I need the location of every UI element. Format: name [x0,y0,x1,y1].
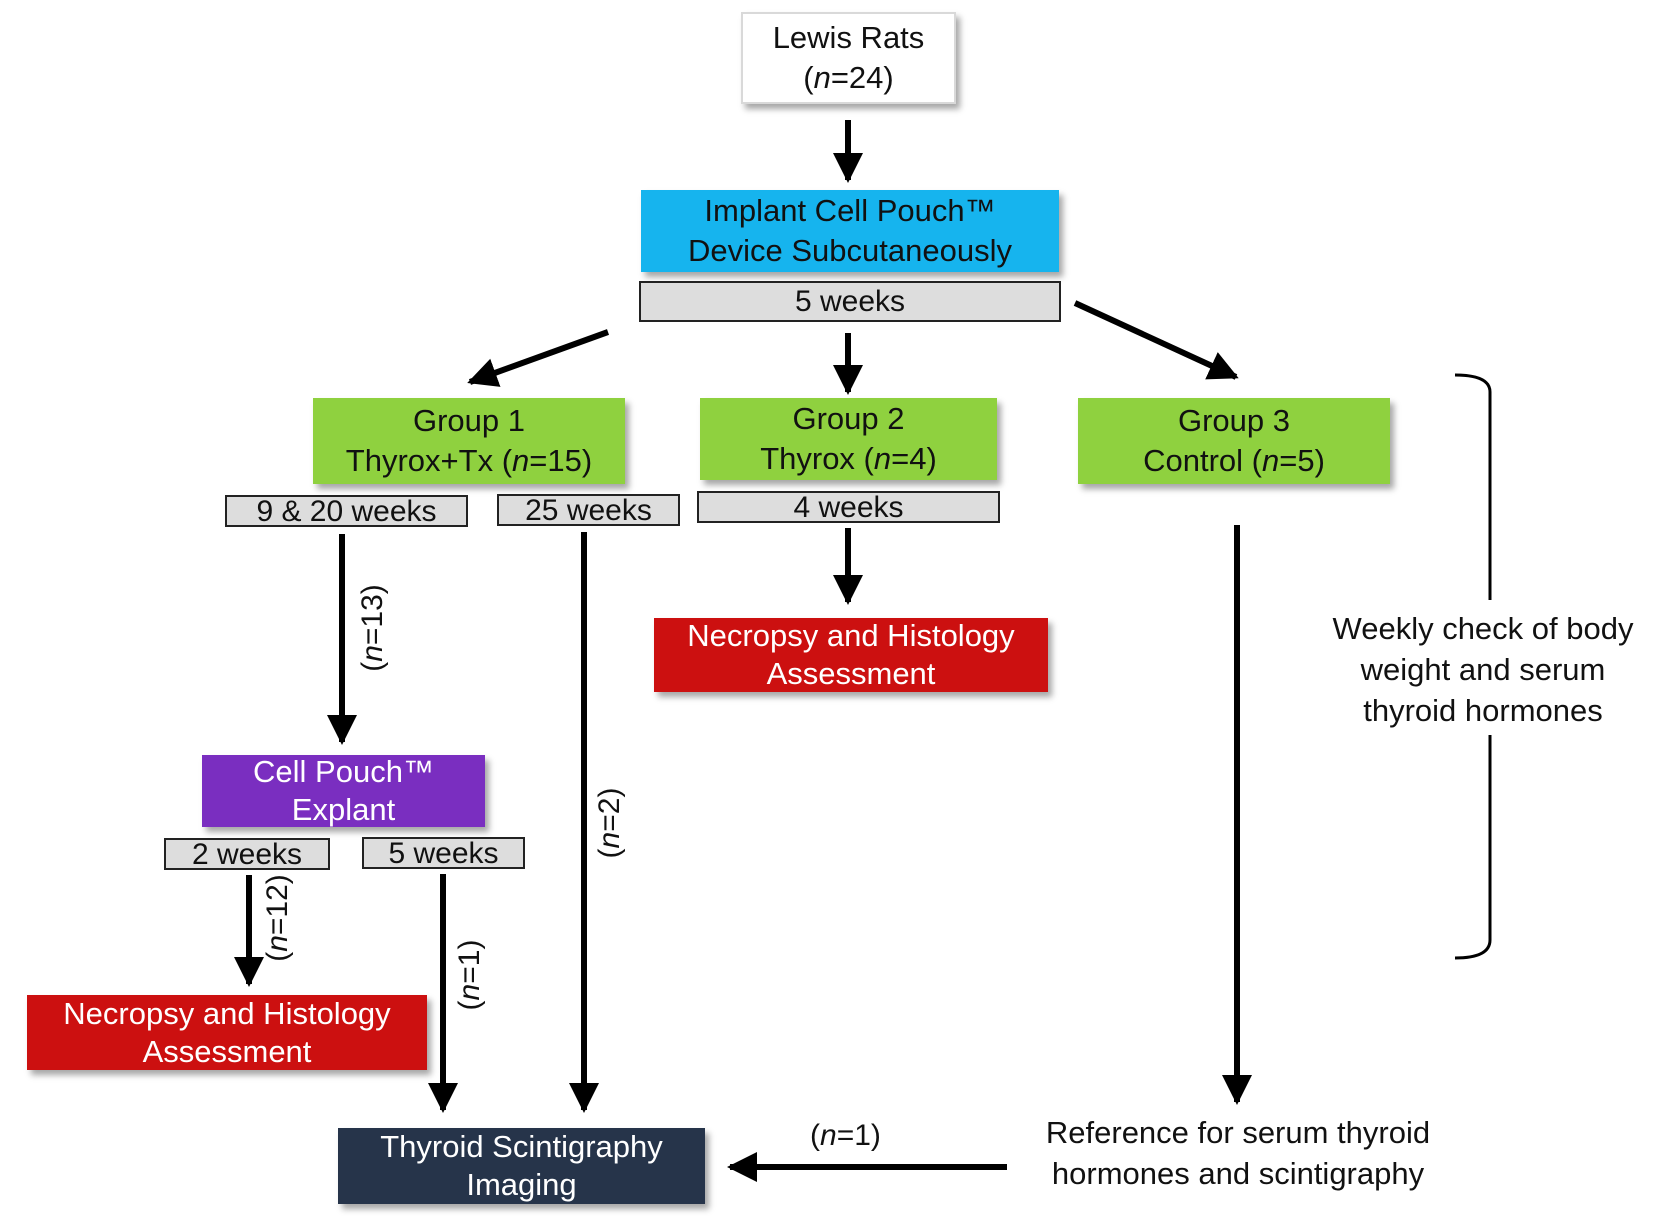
weekly-check-bracket [1454,373,1492,960]
weekly-check-line-3: thyroid hormones [1363,693,1603,728]
arrow-implant-to-group1 [467,329,610,387]
count-label-to-imaging: (n=1) [453,939,486,1011]
implant-line-2: Device Subcutaneously [688,233,1012,268]
group2-necropsy-box: Necropsy and Histology Assessment [654,618,1048,692]
count-label-to-necropsy: (n=12) [261,874,294,962]
group2-duration: 4 weeks [697,491,1000,523]
group1-detail: Thyrox+Tx (n=15) [345,443,593,478]
group2-necropsy-line-2: Assessment [766,656,936,691]
lewis-rats-count: (n=24) [803,60,894,95]
implant-line-1: Implant Cell Pouch™ [704,193,996,228]
count-label-control-imaging: (n=1) [810,1119,881,1152]
scintigraphy-box: Thyroid Scintigraphy Imaging [338,1128,705,1204]
group1-box: Group 1 Thyrox+Tx (n=15) [313,398,625,484]
group3-detail: Control (n=5) [1143,443,1325,478]
group3-box: Group 3 Control (n=5) [1078,398,1390,484]
weekly-check-line-2: weight and serum [1360,652,1606,687]
weekly-check-line-1: Weekly check of body [1332,611,1634,646]
scintigraphy-line-1: Thyroid Scintigraphy [380,1129,663,1164]
reference-line-2: hormones and scintigraphy [1051,1156,1425,1191]
group1-duration-a: 9 & 20 weeks [225,495,468,527]
explant-duration-b: 5 weeks [362,837,525,869]
group1-duration-b: 25 weeks [497,494,680,526]
group1-title: Group 1 [412,403,525,438]
explant-duration-a: 2 weeks [164,838,330,870]
count-label-direct-imaging: (n=2) [593,787,626,859]
group2-title: Group 2 [792,401,905,436]
reference-note: Reference for serum thyroid hormones and… [1018,1112,1458,1194]
lewis-rats-box: Lewis Rats (n=24) [741,12,956,104]
implant-box: Implant Cell Pouch™ Device Subcutaneousl… [641,190,1059,272]
arrow-implant-to-group3 [1073,300,1239,380]
group2-box: Group 2 Thyrox (n=4) [700,398,997,480]
group2-detail: Thyrox (n=4) [760,441,937,476]
explant-line-1: Cell Pouch™ [253,754,434,789]
explant-line-2: Explant [291,792,396,827]
lewis-rats-title: Lewis Rats [772,20,925,55]
scintigraphy-line-2: Imaging [466,1167,577,1202]
group2-necropsy-line-1: Necropsy and Histology [687,618,1015,653]
group1-necropsy-line-1: Necropsy and Histology [63,995,391,1031]
reference-line-1: Reference for serum thyroid [1045,1115,1431,1150]
weekly-check-note: Weekly check of body weight and serum th… [1318,608,1648,731]
group1-necropsy-line-2: Assessment [142,1033,312,1069]
implant-duration: 5 weeks [639,281,1061,322]
count-label-explant-path: (n=13) [356,584,389,672]
explant-box: Cell Pouch™ Explant [202,754,485,827]
group1-necropsy-box: Necropsy and Histology Assessment [27,995,427,1070]
group3-title: Group 3 [1177,403,1290,438]
